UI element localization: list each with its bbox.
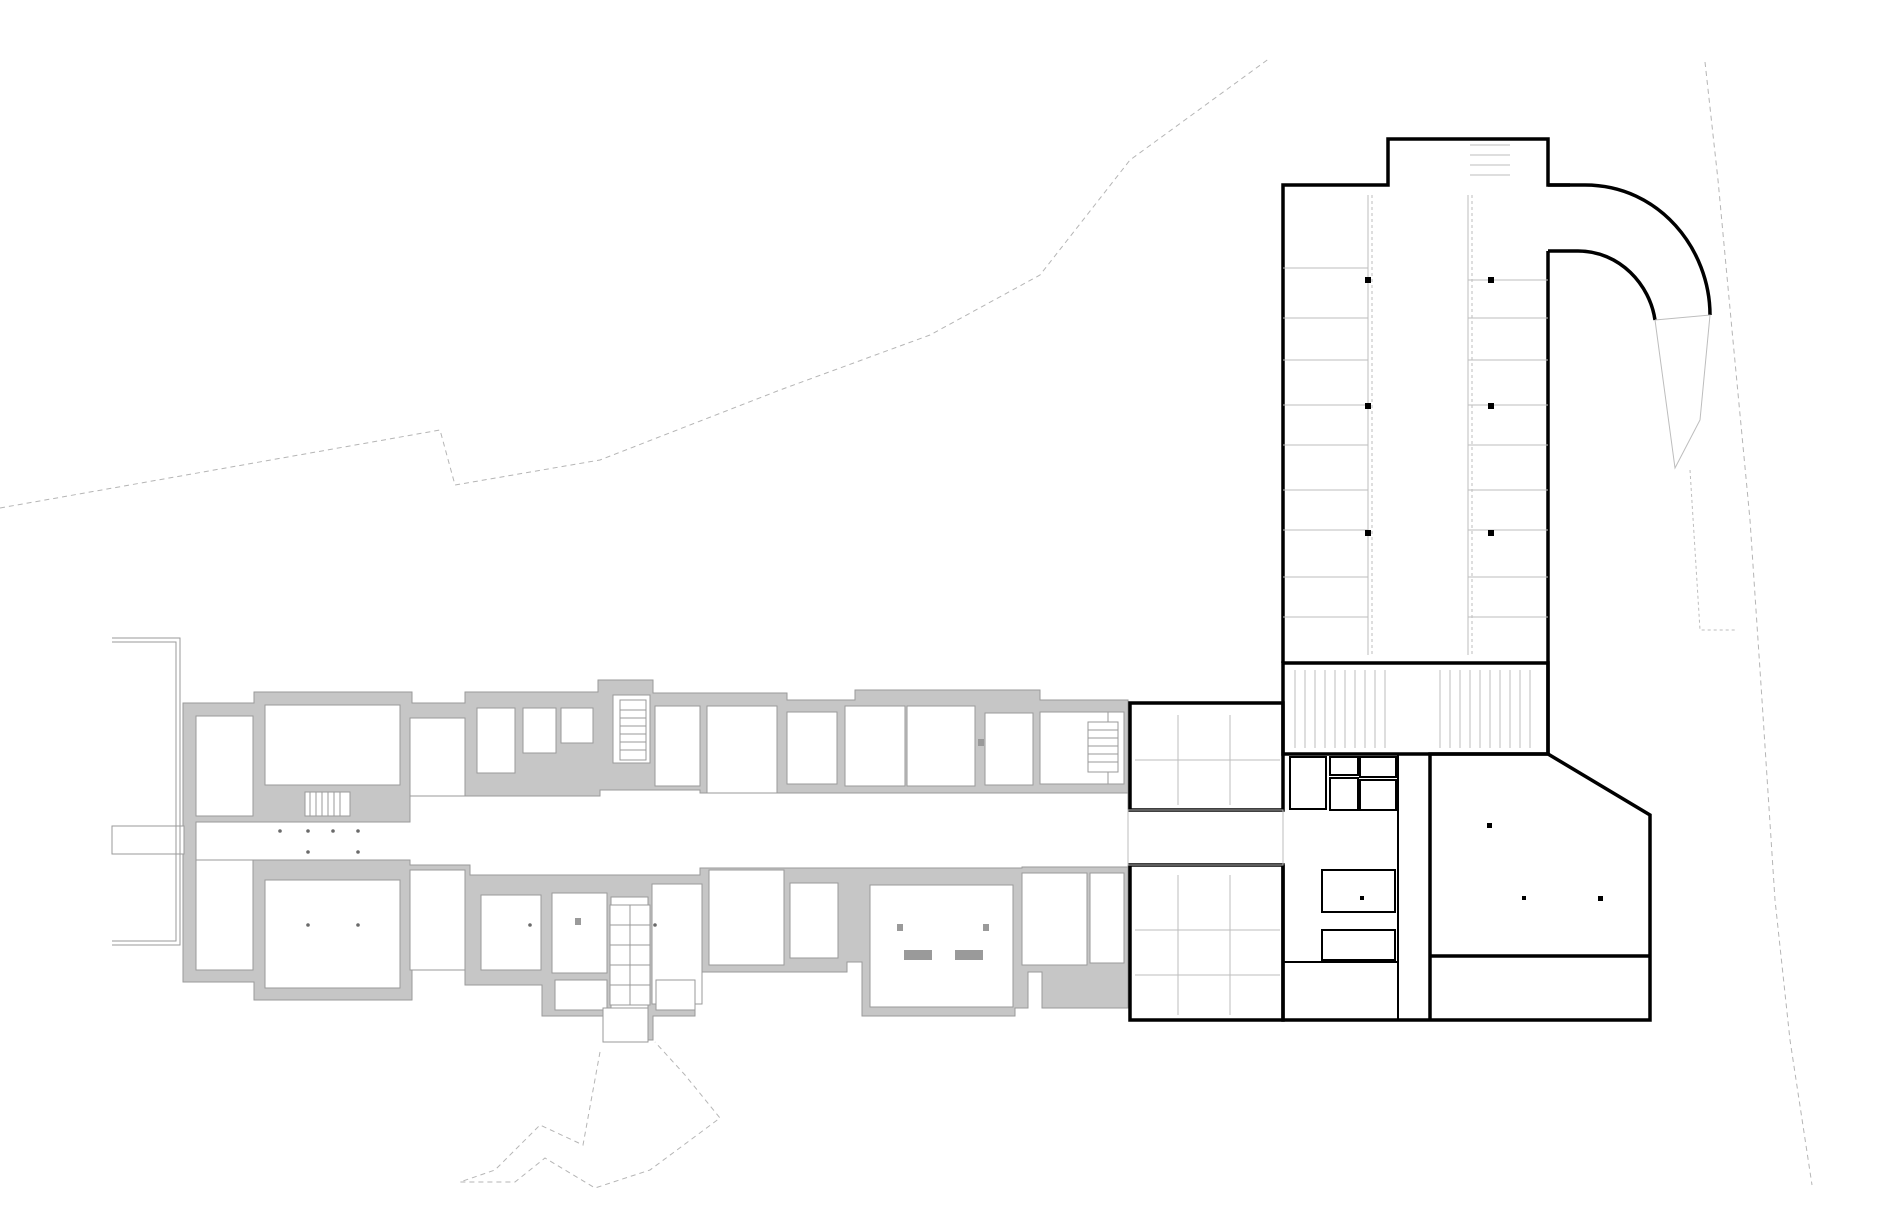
parking-stalls xyxy=(1135,195,1548,1015)
service-core-band xyxy=(1281,661,1550,756)
stair-central xyxy=(619,699,647,761)
room xyxy=(195,859,254,971)
room xyxy=(264,879,401,989)
ramp-outer-curve xyxy=(1548,183,1712,316)
room xyxy=(522,707,557,754)
site-boundary xyxy=(0,57,1813,1189)
core-room xyxy=(1289,756,1327,810)
room xyxy=(1089,872,1125,964)
room xyxy=(554,979,608,1011)
core-room xyxy=(1329,756,1359,776)
south-block-outline xyxy=(1128,701,1285,812)
link-corridor xyxy=(1127,809,1284,866)
room xyxy=(551,892,608,974)
room xyxy=(654,705,701,787)
parking-block-outline xyxy=(1281,137,1570,663)
ramp-inner-curve xyxy=(1548,249,1657,321)
room xyxy=(264,704,401,786)
existing-corridor xyxy=(195,789,1129,876)
room xyxy=(844,705,906,787)
site-boundary-north xyxy=(0,57,1271,509)
room xyxy=(1021,872,1088,966)
room xyxy=(786,711,838,785)
room xyxy=(984,712,1034,786)
ramp-stripes xyxy=(1294,144,1531,748)
core-room xyxy=(1359,756,1397,778)
site-boundary-east xyxy=(1704,61,1813,1186)
east-wing-outline xyxy=(1281,752,1652,1022)
existing-columns xyxy=(278,739,989,960)
room xyxy=(869,884,1014,1008)
core-room xyxy=(1329,777,1359,811)
room xyxy=(706,705,778,800)
room xyxy=(560,707,594,744)
south-entry-path xyxy=(602,1007,649,1043)
stair-treads xyxy=(309,709,1118,1005)
room xyxy=(708,869,785,966)
west-balcony xyxy=(112,637,181,946)
room xyxy=(409,869,466,971)
core-room xyxy=(1359,779,1397,811)
room xyxy=(789,882,839,959)
existing-building xyxy=(111,637,1129,1043)
south-block-lower xyxy=(1128,863,1285,1022)
existing-rooms xyxy=(195,694,1125,1018)
site-boundary-south xyxy=(459,1041,721,1189)
core-room xyxy=(1321,929,1396,961)
room xyxy=(195,715,254,817)
west-balcony-inner xyxy=(112,641,177,942)
room xyxy=(906,705,976,787)
room xyxy=(476,707,516,774)
room xyxy=(480,894,542,971)
ramp-lower xyxy=(1654,314,1711,470)
room xyxy=(655,979,696,1011)
new-columns xyxy=(1360,277,1603,901)
room xyxy=(409,717,466,809)
core-room xyxy=(1321,869,1396,913)
new-building xyxy=(1127,137,1735,1022)
west-entrance-platform xyxy=(111,825,185,855)
ramp-dashed-extension xyxy=(1689,469,1735,631)
